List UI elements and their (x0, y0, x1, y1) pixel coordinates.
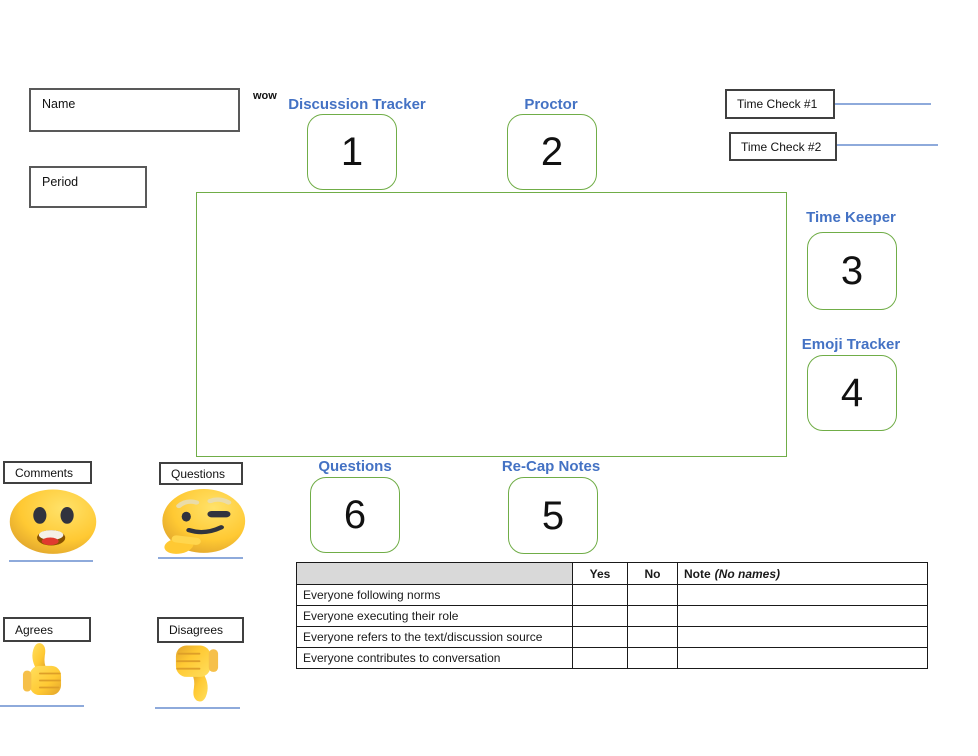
time-keeper-heading: Time Keeper (806, 209, 896, 226)
role-slot-4-number: 4 (840, 371, 864, 415)
agrees-label: Agrees (15, 622, 54, 637)
questions-role-heading: Questions (318, 458, 392, 475)
period-field[interactable]: Period (29, 166, 147, 208)
time-check-2-write-line (837, 144, 938, 146)
name-field[interactable]: Name (29, 88, 240, 132)
role-slot-3[interactable]: 3 (807, 232, 897, 310)
recap-notes-heading: Re-Cap Notes (501, 458, 601, 475)
comments-tally-line (9, 560, 93, 562)
role-slot-6[interactable]: 6 (310, 477, 400, 553)
norm-label: Everyone contributes to conversation (296, 647, 573, 669)
role-slot-3-number: 3 (840, 249, 864, 293)
time-check-2-box[interactable]: Time Check #2 (729, 132, 837, 161)
norm-label: Everyone following norms (296, 584, 573, 606)
table-row: Everyone executing their role (296, 605, 928, 627)
norms-table: Yes No Note(No names) Everyone following… (296, 562, 928, 669)
yes-cell[interactable] (572, 647, 628, 669)
discussion-tracker-heading: Discussion Tracker (288, 96, 426, 113)
table-row: Everyone contributes to conversation (296, 647, 928, 669)
table-row: Everyone refers to the text/discussion s… (296, 626, 928, 648)
no-cell[interactable] (627, 647, 678, 669)
time-check-1-box[interactable]: Time Check #1 (725, 89, 835, 119)
role-slot-1-number: 1 (340, 130, 364, 174)
norms-table-header-row: Yes No Note(No names) (296, 562, 928, 585)
disagrees-label-box: Disagrees (157, 617, 244, 643)
note-cell[interactable] (677, 584, 928, 606)
comments-label: Comments (15, 465, 74, 480)
time-check-1-label: Time Check #1 (737, 97, 818, 111)
disagrees-tally-line (155, 707, 240, 709)
role-slot-4[interactable]: 4 (807, 355, 897, 431)
norms-header-note: Note(No names) (677, 562, 928, 585)
agrees-tally-line (0, 705, 84, 707)
role-slot-2-number: 2 (540, 130, 564, 174)
time-check-2-label: Time Check #2 (741, 139, 822, 154)
no-cell[interactable] (627, 605, 678, 627)
open-mouth-emoji-icon (6, 486, 100, 556)
norm-label: Everyone refers to the text/discussion s… (296, 626, 573, 648)
yes-cell[interactable] (572, 584, 628, 606)
norm-label: Everyone executing their role (296, 605, 573, 627)
note-cell[interactable] (677, 626, 928, 648)
no-cell[interactable] (627, 584, 678, 606)
agrees-label-box: Agrees (3, 617, 91, 642)
questions-label-box: Questions (159, 462, 243, 485)
role-slot-5[interactable]: 5 (508, 477, 598, 554)
period-field-label: Period (42, 175, 79, 189)
wow-note: wow (253, 90, 277, 102)
yes-cell[interactable] (572, 626, 628, 648)
emoji-tracker-heading: Emoji Tracker (801, 336, 901, 353)
note-cell[interactable] (677, 647, 928, 669)
disagrees-label: Disagrees (169, 623, 224, 637)
note-cell[interactable] (677, 605, 928, 627)
norms-header-blank (296, 562, 573, 585)
yes-cell[interactable] (572, 605, 628, 627)
proctor-heading: Proctor (524, 96, 578, 113)
comments-label-box: Comments (3, 461, 92, 484)
no-cell[interactable] (627, 626, 678, 648)
table-row: Everyone following norms (296, 584, 928, 606)
norms-header-no: No (627, 562, 678, 585)
norms-header-yes: Yes (572, 562, 628, 585)
role-slot-5-number: 5 (541, 493, 565, 538)
role-slot-6-number: 6 (343, 493, 367, 537)
name-field-label: Name (42, 97, 76, 111)
thumbs-up-icon (14, 638, 70, 702)
thinking-emoji-icon (155, 484, 247, 555)
time-check-1-write-line (835, 103, 931, 105)
role-slot-2[interactable]: 2 (507, 114, 597, 190)
questions-tally-line (158, 557, 243, 559)
questions-label: Questions (171, 466, 226, 481)
thumbs-down-icon (166, 638, 228, 707)
role-slot-1[interactable]: 1 (307, 114, 397, 190)
discussion-notes-area[interactable] (196, 192, 787, 457)
